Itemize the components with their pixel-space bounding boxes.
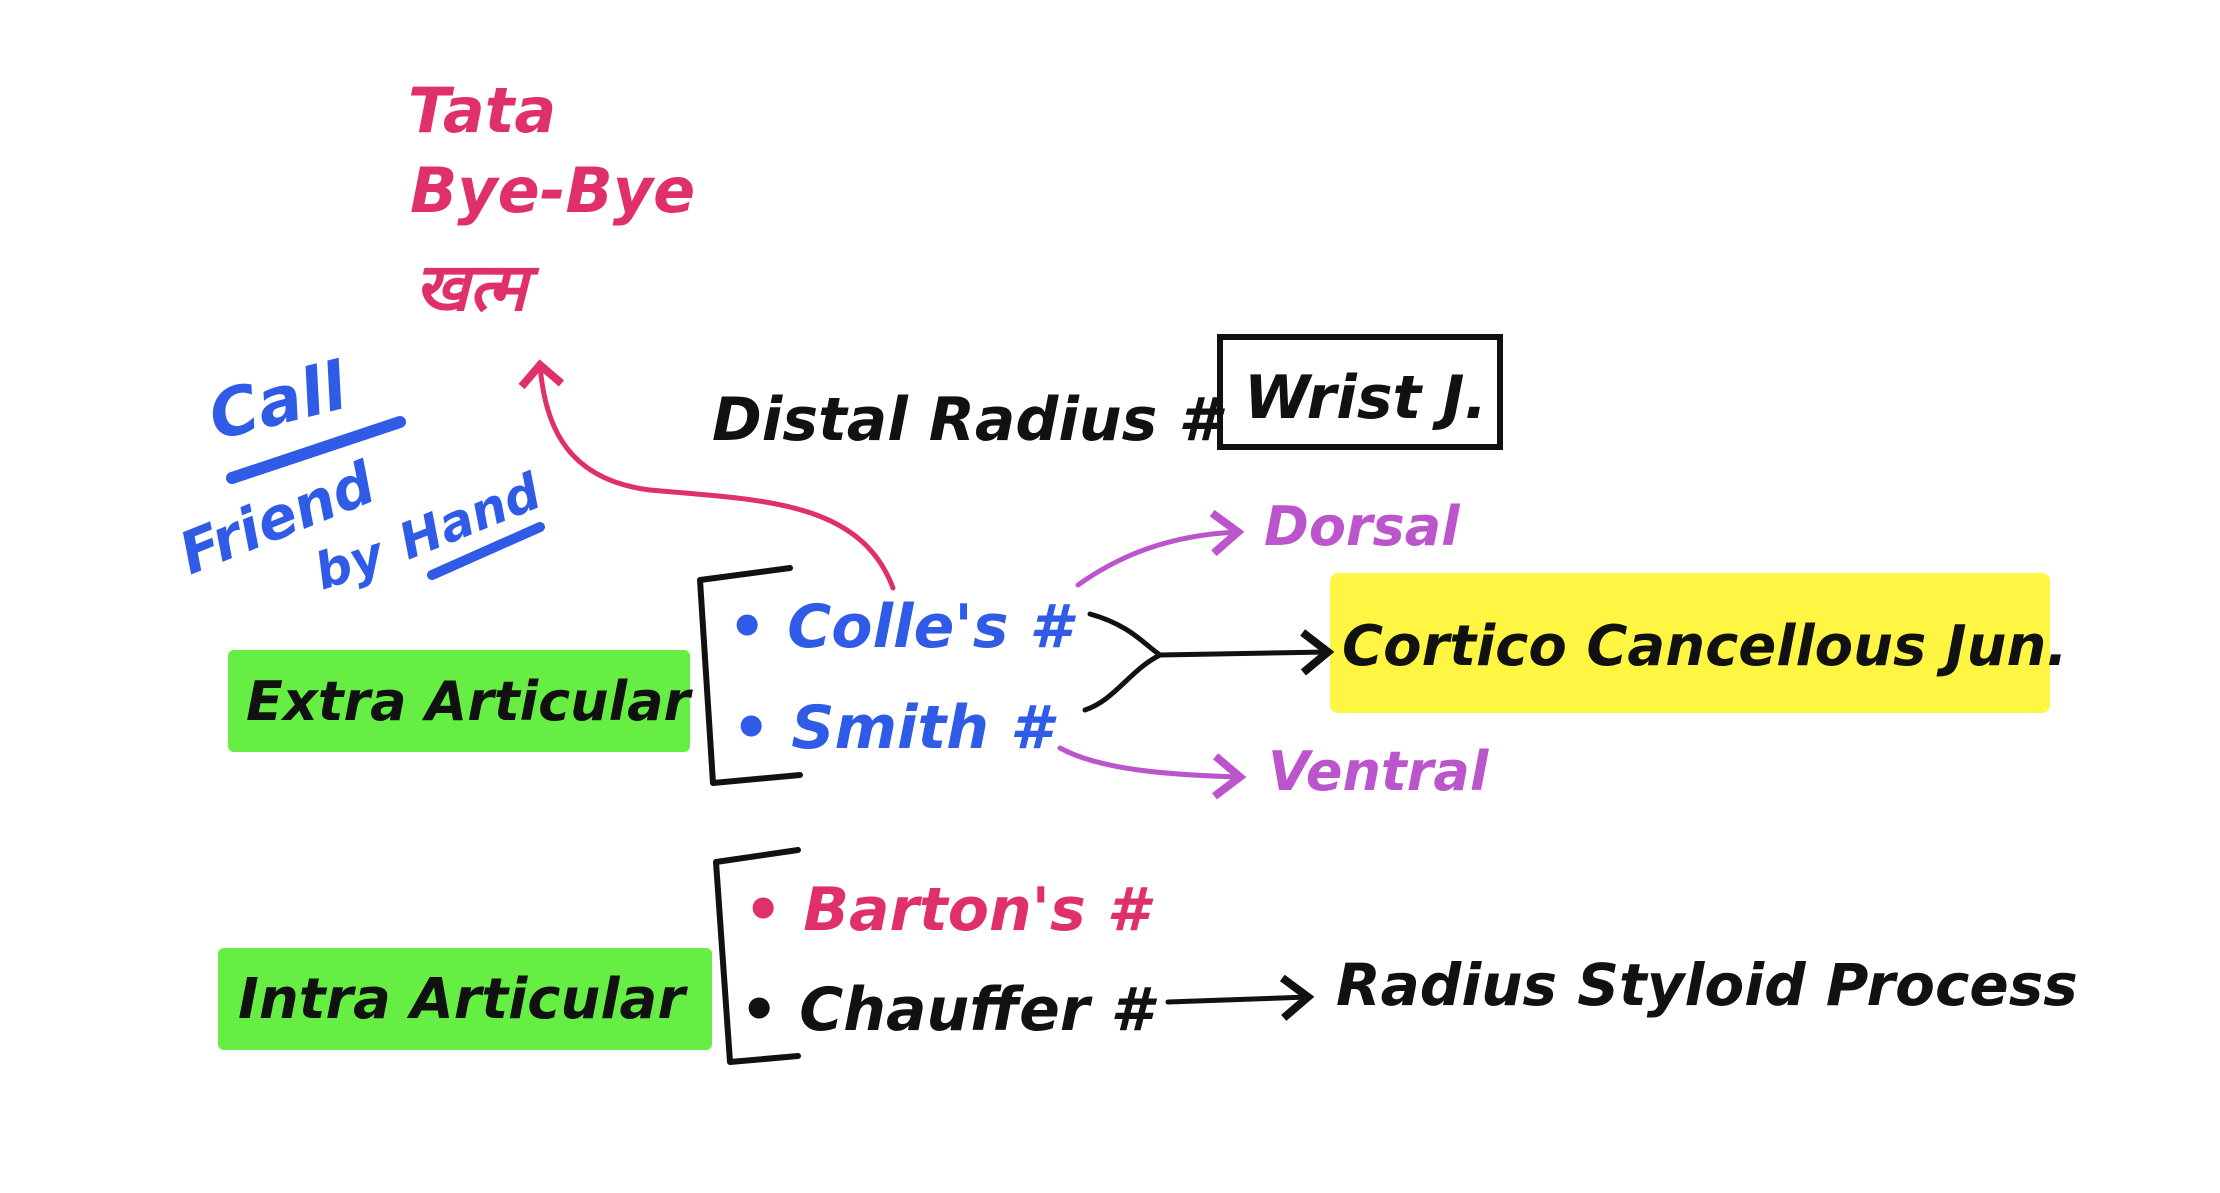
intra-articular-label: Intra Articular <box>238 967 688 1032</box>
extra-item-colles: • Colle's # <box>728 592 1076 662</box>
extra-articular-highlight <box>228 650 690 752</box>
extra-articular-bracket <box>697 565 803 786</box>
fork-arrow <box>1157 629 1335 676</box>
mnemonic-call-underline <box>226 416 406 484</box>
styloid-process-label: Radius Styloid Process <box>1336 951 2078 1019</box>
junction-highlight <box>1330 573 2050 713</box>
dorsal-label: Dorsal <box>1264 495 1461 558</box>
red-curved-arrow <box>518 359 896 591</box>
extra-item-smith: • Smith # <box>732 693 1057 763</box>
fork-upper <box>1087 611 1163 658</box>
ventral-arrow <box>1057 745 1247 800</box>
wrist-joint-box <box>1217 334 1503 450</box>
mnemonic-hand-underline <box>427 522 545 580</box>
fork-lower <box>1082 652 1163 713</box>
exclaim-tata: Tata <box>408 74 556 147</box>
junction-label: Cortico Cancellous Jun. <box>1342 614 2068 679</box>
title-wrist-joint: Wrist J. <box>1244 363 1487 433</box>
styloid-arrow <box>1165 974 1315 1021</box>
intra-item-bartons: • Barton's # <box>744 875 1154 945</box>
intra-articular-bracket <box>713 847 801 1065</box>
title-distal-radius: Distal Radius # <box>712 385 1225 455</box>
mnemonic-group: Call Friend by Hand <box>170 347 550 601</box>
intra-articular-highlight <box>218 948 712 1050</box>
intra-item-chauffer: • Chauffer # <box>740 975 1157 1045</box>
dorsal-arrow <box>1075 509 1245 588</box>
ventral-label: Ventral <box>1268 740 1490 803</box>
extra-articular-label: Extra Articular <box>246 670 694 733</box>
exclaim-khatam: खत्म <box>415 249 540 326</box>
exclaim-bye-bye: Bye-Bye <box>410 154 695 227</box>
